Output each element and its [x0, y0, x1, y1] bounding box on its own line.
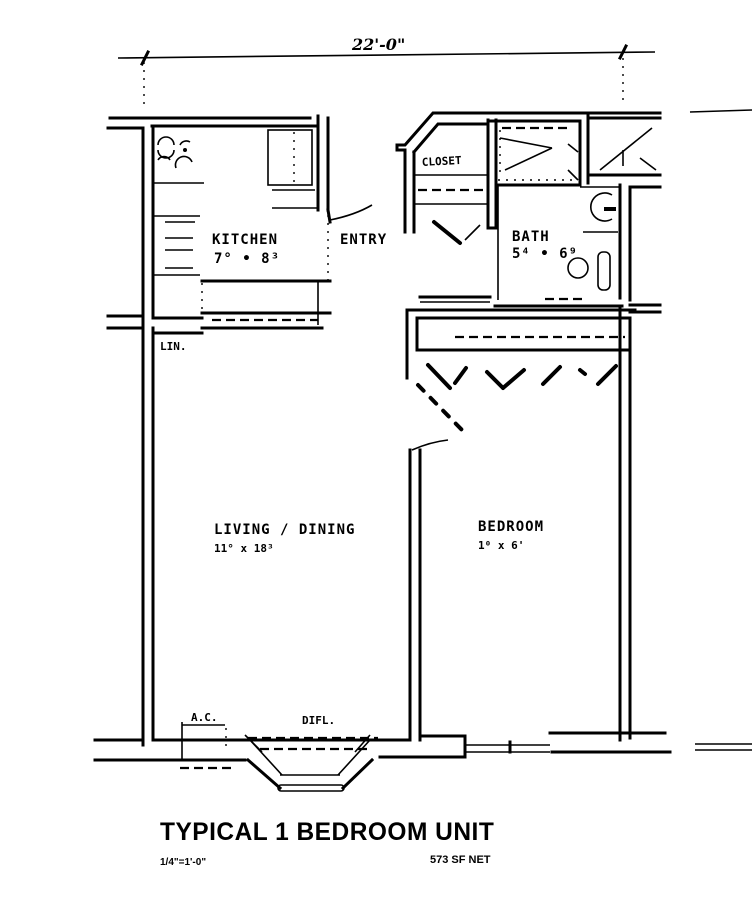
bedroom-size-label: 1⁰ x 6': [478, 539, 524, 552]
bath-walls: [418, 114, 624, 308]
partition-wall: [408, 448, 422, 742]
bath-label: BATH: [512, 229, 550, 245]
kitchen-label: KITCHEN: [212, 232, 278, 248]
drawing-area: 573 SF NET: [430, 854, 491, 866]
overall-dimension: 22'-0": [117, 35, 656, 108]
bedroom-closet: [405, 304, 637, 742]
living-dining-size-label: 11° x 18³: [214, 542, 274, 555]
closet-walls: [395, 111, 662, 245]
bath-size-label: 5⁴ • 6⁹: [512, 246, 578, 262]
bedroom-label: BEDROOM: [478, 519, 544, 535]
drawing-title: TYPICAL 1 BEDROOM UNIT: [160, 818, 495, 846]
exterior-south-wall: [93, 722, 752, 792]
kitchen-walls: [106, 114, 373, 747]
living-dining-label: LIVING / DINING: [214, 522, 355, 538]
drawing-scale: 1/4"=1'-0": [160, 857, 207, 868]
kitchen-size-label: 7° • 8³: [214, 251, 280, 267]
closet-label: CLOSET: [421, 154, 462, 169]
entry-label: ENTRY: [340, 232, 387, 248]
sill-label: DIFL.: [302, 714, 335, 727]
overall-dimension-label: 22'-0": [351, 35, 405, 54]
ac-label: A.C.: [191, 711, 218, 724]
linen-label: LIN.: [160, 340, 187, 353]
mechanical-chase: [586, 109, 752, 314]
